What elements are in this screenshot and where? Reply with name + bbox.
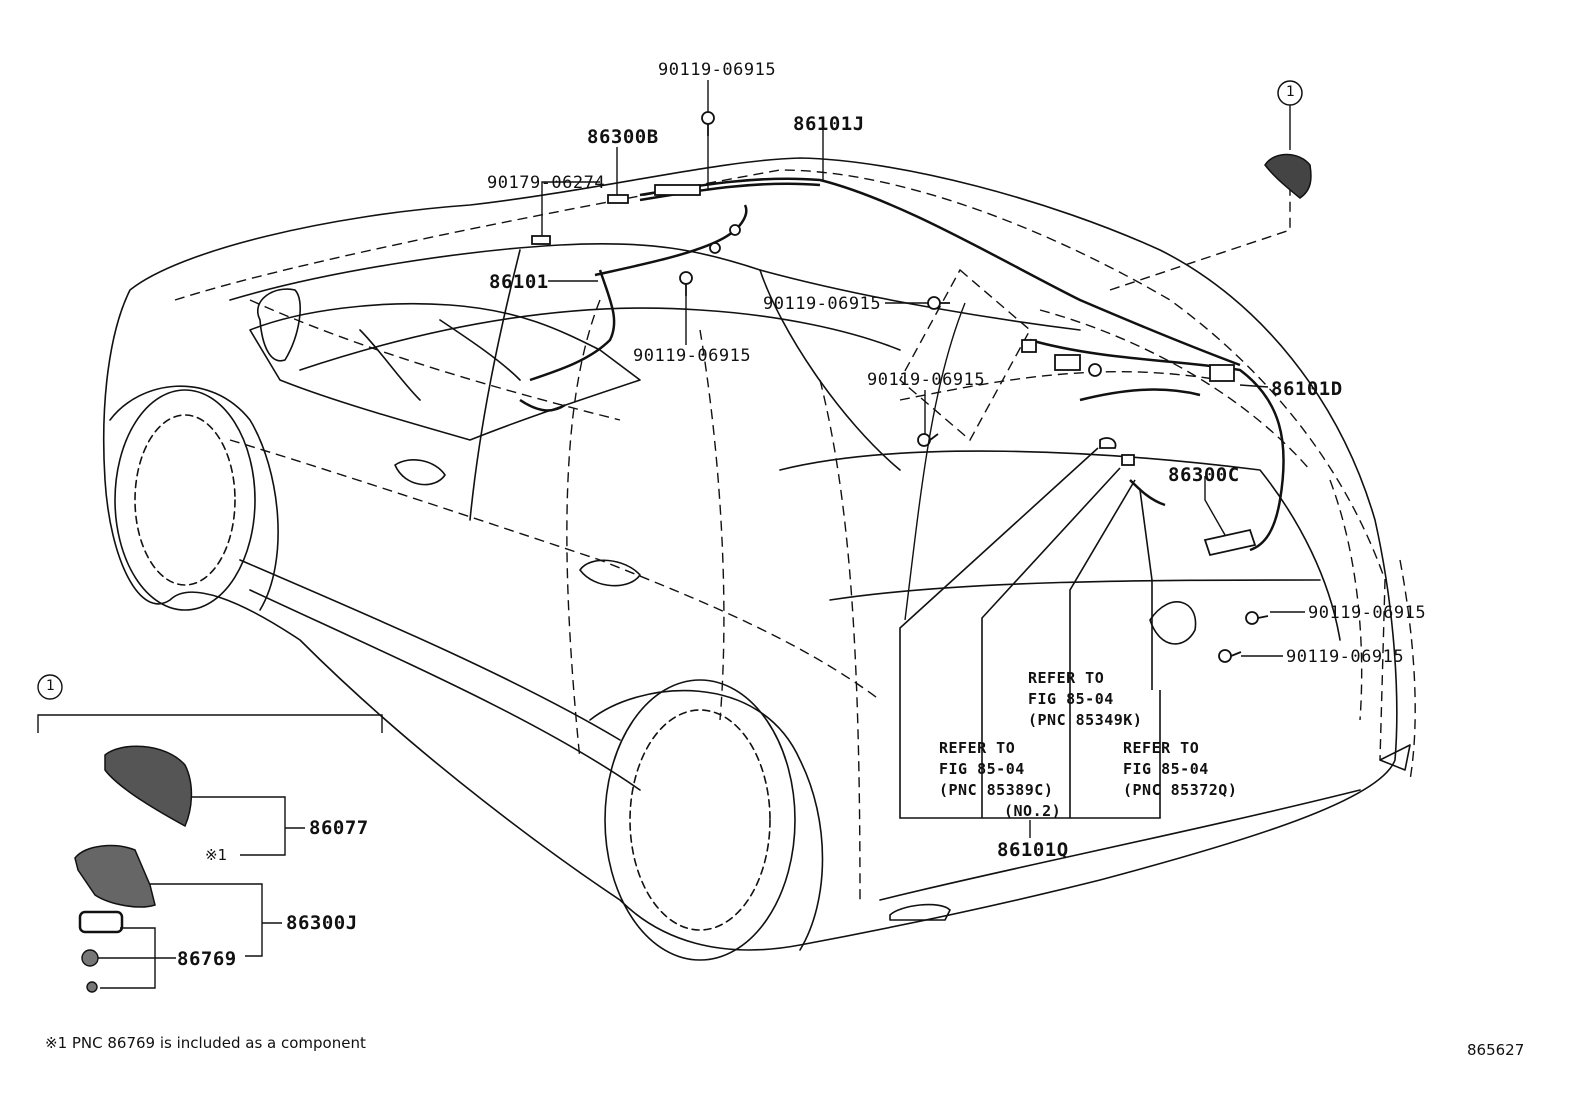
footnote: ※1 PNC 86769 is included as a component [45,1034,366,1052]
refer-q-line2: FIG 85-04 [1123,760,1209,778]
label-86300c: 86300C [1168,464,1240,486]
inset-cover-86077 [104,745,193,828]
refer-c-line4: (NO.2) [1004,802,1062,820]
refer-block-85389c: REFER TO FIG 85-04 (PNC 85389C) (NO.2) [939,738,1061,822]
figure-id: 865627 [1467,1041,1525,1059]
refer-k-line2: FIG 85-04 [1028,690,1114,708]
label-bolt-top: 90119-06915 [658,60,777,80]
refer-c-line3: (PNC 85389C) [939,781,1054,799]
label-bolt-mid-center: 90119-06915 [633,346,752,366]
refer-block-85372q: REFER TO FIG 85-04 (PNC 85372Q) [1123,738,1237,801]
car-outline [102,157,1398,951]
harness-86101d-wire [1029,338,1285,552]
label-86101q: 86101Q [997,839,1069,861]
inset-nut [81,949,99,967]
note-marker: ※1 [205,846,228,864]
front-wheel [114,389,256,611]
label-86077: 86077 [309,817,369,839]
inset-gasket [78,910,124,934]
inset-screw [86,981,98,993]
label-bolt-rear-2: 90119-06915 [1286,647,1405,667]
refer-c-line1: REFER TO [939,739,1016,757]
label-bolt-mid-right: 90119-06915 [763,294,882,314]
harness-86101j-wire [639,177,1241,367]
bolt-top [701,111,715,136]
refer-c-line2: FIG 85-04 [939,760,1025,778]
refer-k-line1: REFER TO [1028,669,1105,687]
bolt-86101-area [679,271,693,296]
callout-top-number: 1 [1286,84,1295,100]
mirror [257,288,301,362]
bolt-mid-right [927,296,950,310]
label-bolt-lower-center: 90119-06915 [867,370,986,390]
label-bolt-rear-1: 90119-06915 [1308,603,1427,623]
callout-inset-circle [37,674,63,700]
harness-86101-wire [529,269,616,382]
rear-hatch [779,450,1341,641]
bracket-86300b [607,194,629,204]
label-86101: 86101 [489,271,549,293]
label-86300b: 86300B [587,126,659,148]
refer-q-line1: REFER TO [1123,739,1200,757]
label-86101d: 86101D [1271,378,1343,400]
rear-bumper [879,789,1361,901]
label-86769: 86769 [177,948,237,970]
refer-k-line3: (PNC 85349K) [1028,711,1143,729]
roof-line [229,242,1081,331]
inset-antenna-86300j [74,844,156,908]
refer-block-85349k: REFER TO FIG 85-04 (PNC 85349K) [1028,668,1142,731]
label-clip: 90179-06274 [487,173,606,193]
label-86101j: 86101J [793,113,865,135]
rear-wheel [604,679,796,961]
antenna-fin-top [1264,153,1312,199]
bolt-rear-2 [1218,649,1242,663]
callout-inset-number: 1 [46,678,55,694]
door-handle [579,559,641,587]
bolt-rear-1 [1245,611,1269,625]
bolt-lower-center [917,433,939,447]
dashboard [249,302,641,441]
refer-q-line3: (PNC 85372Q) [1123,781,1238,799]
bracket-86300c [1203,528,1257,557]
label-86300j: 86300J [286,912,358,934]
